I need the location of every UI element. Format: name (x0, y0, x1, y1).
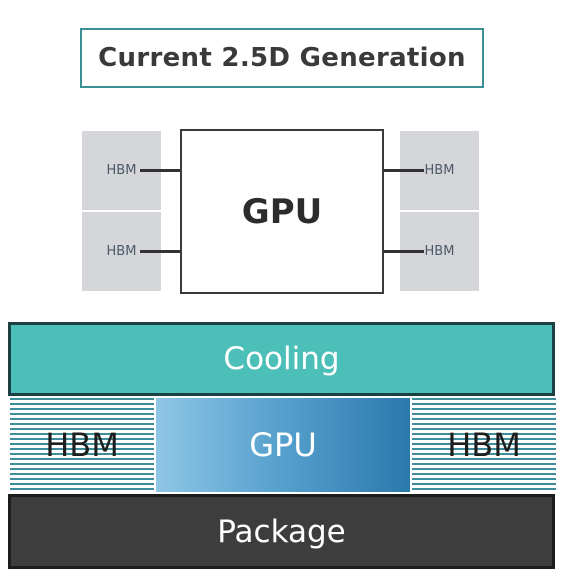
interposer-link-right-lower (382, 250, 424, 253)
cooling-layer: Cooling (8, 322, 555, 396)
interposer-link-left-lower (140, 250, 182, 253)
diagram-title-box: Current 2.5D Generation (80, 28, 484, 88)
gpu-label: GPU (241, 191, 323, 232)
hbm-label: HBM (424, 163, 455, 178)
interposer-link-right-upper (382, 169, 424, 172)
top-gpu-die: GPU (180, 129, 384, 294)
side-gpu-die: GPU (156, 398, 410, 492)
hbm-stack-label: HBM (45, 426, 119, 464)
hbm-stack-label: HBM (447, 426, 521, 464)
hbm-label: HBM (424, 244, 455, 259)
package-label: Package (217, 513, 346, 550)
diagram-title: Current 2.5D Generation (98, 43, 466, 73)
interposer-link-left-upper (140, 169, 182, 172)
hbm-label: HBM (106, 244, 137, 259)
hbm-label: HBM (106, 163, 137, 178)
cooling-label: Cooling (223, 341, 340, 377)
gpu-side-label: GPU (249, 426, 317, 464)
side-hbm-stack-left: HBM (10, 398, 154, 492)
package-layer: Package (8, 494, 555, 569)
side-hbm-stack-right: HBM (412, 398, 556, 492)
